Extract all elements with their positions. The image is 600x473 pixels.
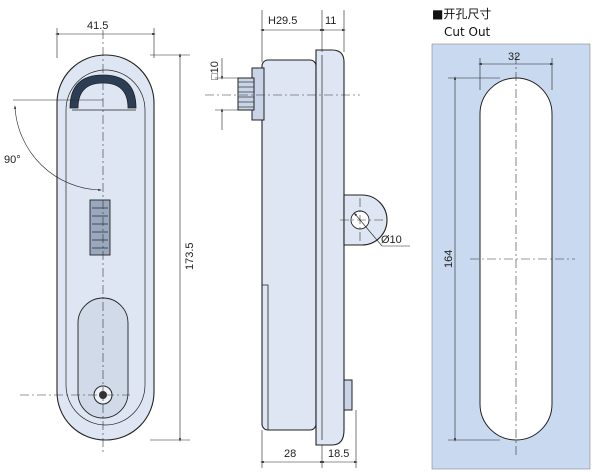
- dim-front-height: 173.5: [184, 242, 196, 270]
- dim-angle: 90°: [4, 154, 21, 166]
- dim-front-width: 41.5: [87, 20, 108, 32]
- angle-arc: [14, 105, 102, 192]
- dim-side-flange: 11: [325, 15, 336, 27]
- leader-hole: [353, 212, 383, 247]
- cutout-title-cn: ■开孔尺寸: [432, 7, 491, 21]
- dim-cutout-height: 164: [443, 250, 455, 268]
- latch-slider: [89, 199, 111, 256]
- dim-side-bottom-left: 28: [284, 448, 296, 460]
- handle-grip-recess: [69, 74, 137, 109]
- dim-cutout-width: 32: [508, 51, 520, 63]
- latch-ribs: [92, 207, 108, 249]
- side-body: [261, 59, 317, 431]
- cutout-title-en: Cut Out: [444, 25, 491, 39]
- dim-side-depth: H29.5: [268, 15, 297, 27]
- cutout-view: ■开孔尺寸 Cut Out 32 164: [431, 7, 591, 470]
- side-flange: [315, 49, 345, 446]
- front-view: 41.5 173.5 90°: [4, 20, 196, 455]
- dim-side-bottom-right: 18.5: [328, 448, 349, 460]
- dim-side-square: □10: [209, 61, 221, 80]
- bottom-tab: [343, 379, 353, 411]
- spindle-nut: [237, 77, 255, 111]
- front-inner-bevel: [65, 69, 146, 426]
- side-view: H29.5 11 □10 Ø10 28 18.5: [205, 10, 410, 468]
- spindle-threads: [238, 81, 254, 108]
- step-line: [262, 284, 269, 430]
- dim-side-hole: Ø10: [381, 234, 402, 246]
